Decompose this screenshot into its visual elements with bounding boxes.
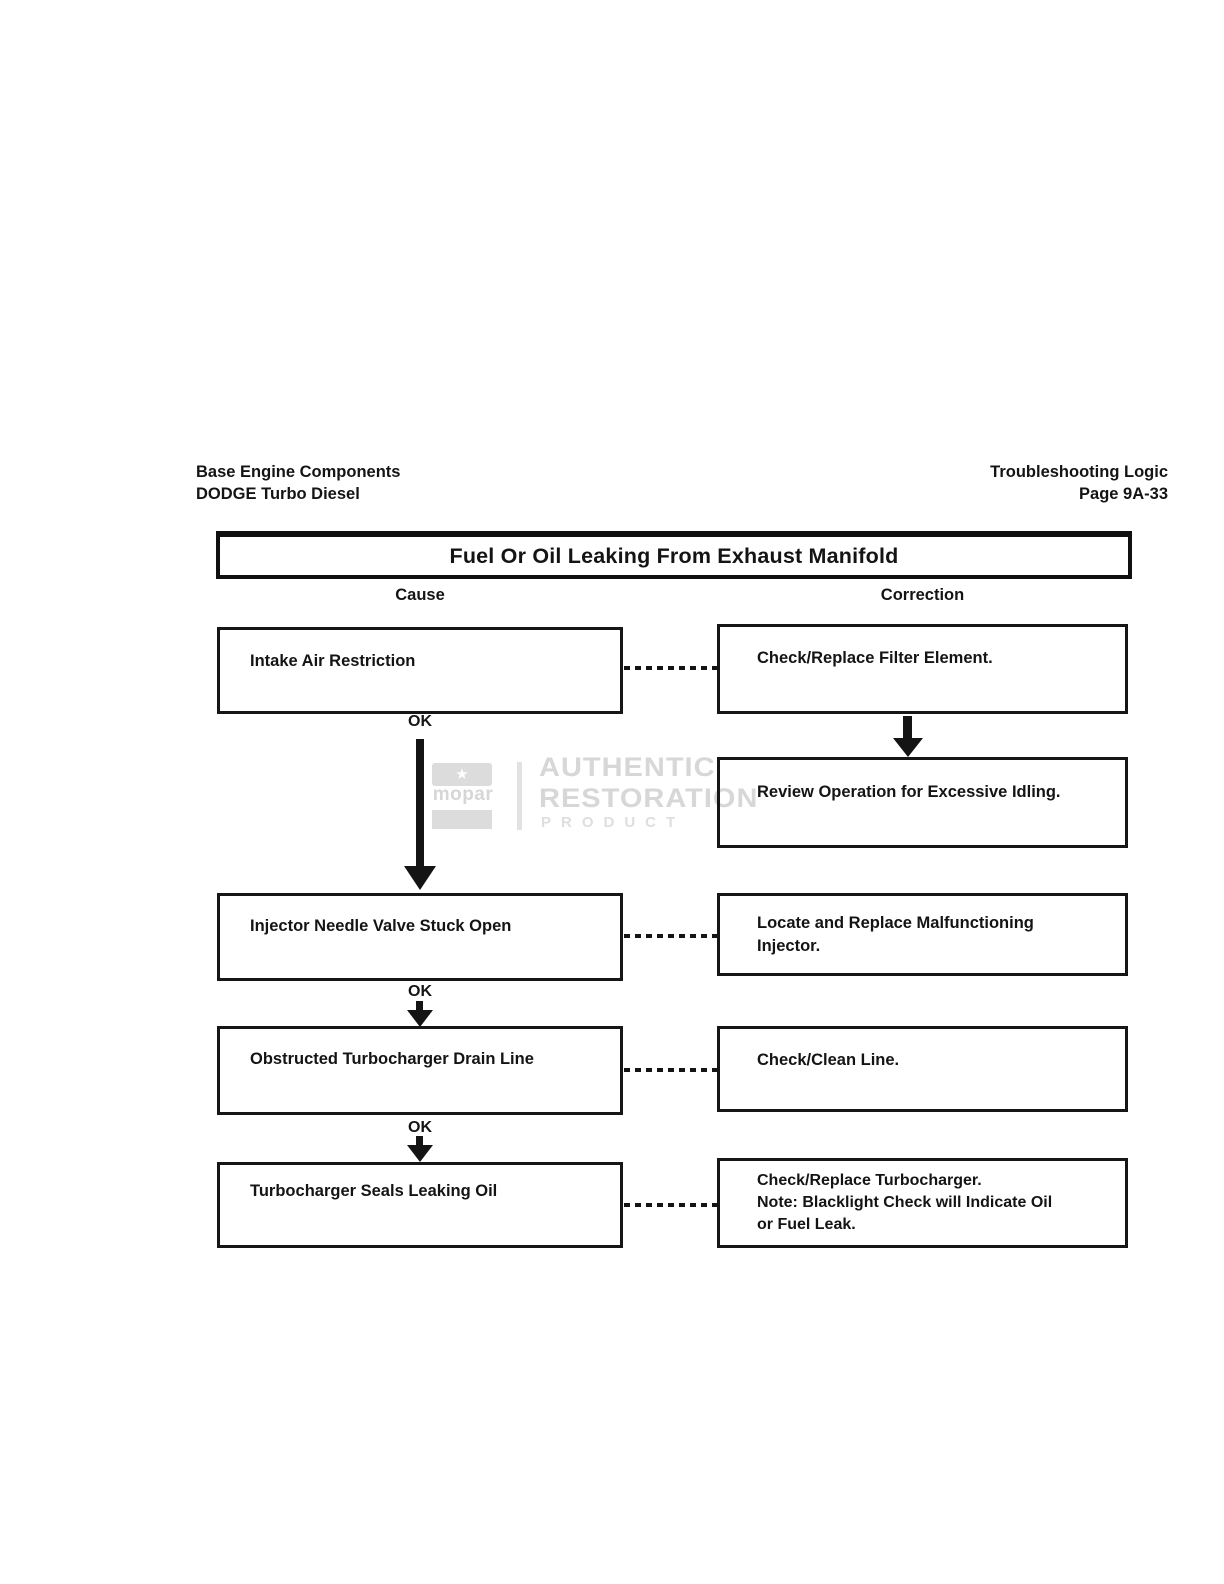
cause-box-turbo-seals: Turbocharger Seals Leaking Oil	[217, 1162, 623, 1248]
correction-line: Review Operation for Excessive Idling.	[757, 783, 1061, 801]
mopar-logo-bar	[432, 810, 492, 829]
cause-label: Obstructed Turbocharger Drain Line	[250, 1050, 534, 1068]
arrow-head	[893, 738, 923, 757]
page-title: Fuel Or Oil Leaking From Exhaust Manifol…	[449, 543, 899, 568]
dashed-connector-row3	[624, 1068, 719, 1072]
correction-line: Note: Blacklight Check will Indicate Oil	[757, 1194, 1053, 1211]
header-page-number: Page 9A-33	[1079, 485, 1168, 503]
cause-label: Intake Air Restriction	[250, 652, 416, 670]
dashed-connector-row2	[624, 934, 719, 938]
watermark-line1: AUTHENTIC	[539, 753, 716, 783]
header-vehicle: DODGE Turbo Diesel	[196, 485, 360, 503]
header-doc-type: Troubleshooting Logic	[990, 463, 1168, 481]
cause-box-intake-air-restriction: Intake Air Restriction	[217, 627, 623, 714]
cause-column-label: Cause	[395, 586, 445, 604]
ok-label: OK	[408, 983, 432, 1000]
arrow-head	[404, 866, 436, 890]
title-box: Fuel Or Oil Leaking From Exhaust Manifol…	[216, 531, 1132, 579]
arrow-head	[407, 1145, 433, 1162]
arrow-stem	[903, 716, 912, 739]
correction-line: Check/Clean Line.	[757, 1051, 900, 1069]
arrow-stem	[416, 739, 424, 866]
dashed-connector-row4	[624, 1203, 719, 1207]
correction-box-excessive-idling: Review Operation for Excessive Idling.	[717, 757, 1128, 848]
correction-line: or Fuel Leak.	[757, 1216, 856, 1233]
ok-label: OK	[408, 713, 432, 730]
watermark-line3: PRODUCT	[541, 814, 686, 831]
mopar-logo: ★	[432, 763, 492, 786]
dashed-connector-row1	[624, 666, 719, 670]
correction-column-label: Correction	[880, 586, 965, 604]
arrow-head	[407, 1010, 433, 1027]
cause-box-injector-needle-valve: Injector Needle Valve Stuck Open	[217, 893, 623, 981]
watermark-divider	[517, 762, 522, 830]
cause-label: Turbocharger Seals Leaking Oil	[250, 1182, 498, 1200]
watermark-line2: RESTORATION	[539, 784, 759, 814]
header-left: Base Engine Components DODGE Turbo Diese…	[196, 461, 400, 505]
arrow-stem	[416, 1001, 423, 1011]
header-right: Troubleshooting Logic Page 9A-33	[990, 461, 1168, 505]
cause-label: Injector Needle Valve Stuck Open	[250, 917, 512, 935]
correction-box-replace-injector: Locate and Replace Malfunctioning Inject…	[717, 893, 1128, 976]
mopar-wordmark: mopar	[432, 784, 494, 805]
ok-label: OK	[408, 1119, 432, 1136]
correction-line: Locate and Replace Malfunctioning	[757, 914, 1034, 932]
correction-line: Check/Replace Filter Element.	[757, 649, 993, 667]
correction-line: Injector.	[757, 937, 821, 955]
correction-line: Check/Replace Turbocharger.	[757, 1172, 982, 1189]
cause-box-turbo-drain-line: Obstructed Turbocharger Drain Line	[217, 1026, 623, 1115]
pentastar-icon: ★	[455, 766, 469, 783]
header-section-title: Base Engine Components	[196, 463, 401, 481]
correction-box-filter-element: Check/Replace Filter Element.	[717, 624, 1128, 714]
correction-box-replace-turbocharger: Check/Replace Turbocharger. Note: Blackl…	[717, 1158, 1128, 1248]
correction-box-check-clean-line: Check/Clean Line.	[717, 1026, 1128, 1112]
arrow-stem	[416, 1136, 423, 1146]
